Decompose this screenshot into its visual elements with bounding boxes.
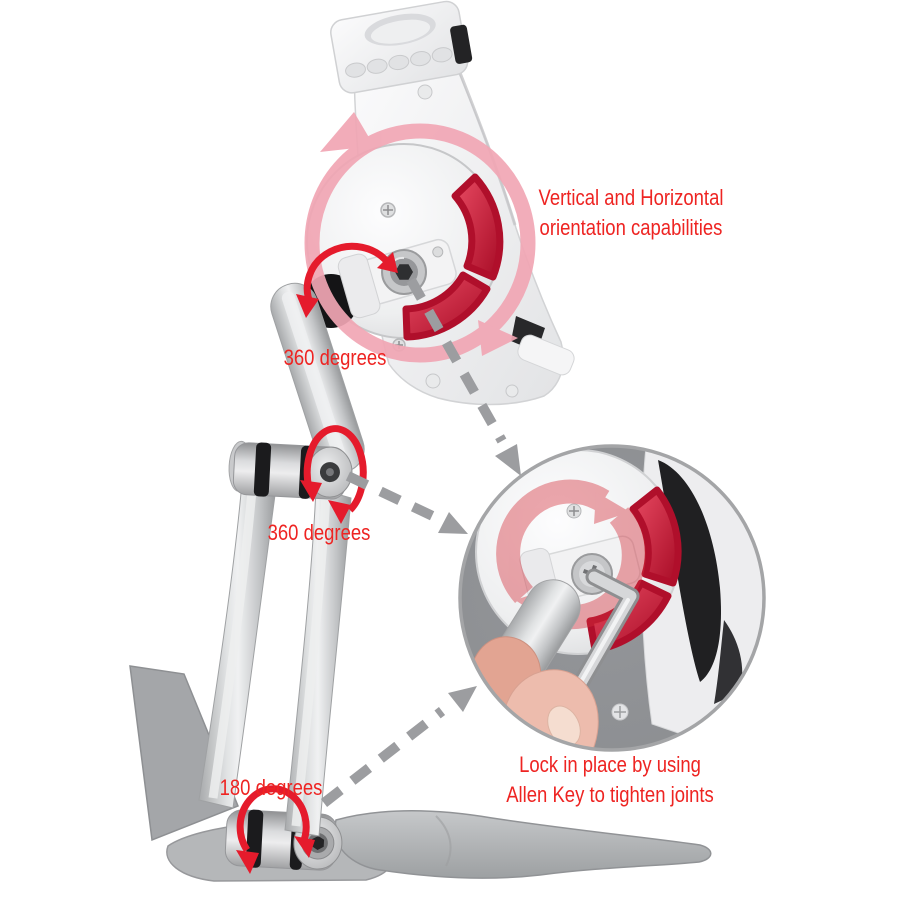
orientation-note: Vertical and Horizontal orientation capa… [505, 183, 757, 243]
middle-hinge [228, 440, 353, 500]
detail-inset [460, 446, 764, 750]
allen-key [561, 568, 640, 711]
rotation-base-label: 180 degrees [219, 775, 323, 800]
dashed-arrow-icon [320, 707, 446, 807]
rotation-upper-label: 360 degrees [283, 345, 387, 370]
dashed-arrow-icon [345, 471, 442, 524]
inset-ring [458, 444, 766, 752]
foot-seam [435, 815, 452, 867]
clamp-button-indents [345, 47, 453, 78]
lower-arms [198, 469, 352, 837]
red-grip-pad [451, 173, 504, 281]
top-clamp [330, 0, 473, 94]
base-foot [334, 809, 712, 879]
pink-rotation-ring-icon [304, 112, 536, 363]
rotation-arrow-180-icon [236, 785, 315, 874]
orientation-note-line2: orientation capabilities [539, 215, 723, 240]
callout-dashed-arrows [320, 277, 521, 807]
dashed-arrow-icon [406, 277, 507, 444]
lock-note-line2: Allen Key to tighten joints [506, 782, 714, 807]
orientation-note-line1: Vertical and Horizontal [538, 185, 724, 210]
red-grip-pad [402, 271, 491, 341]
clamp-latch-dark [450, 24, 473, 64]
lock-note-line1: Lock in place by using [519, 752, 701, 777]
rotation-arrow-360-upper-icon [296, 242, 398, 318]
lock-note: Lock in place by using Allen Key to tigh… [484, 750, 736, 810]
rotation-middle-label: 360 degrees [267, 520, 371, 545]
